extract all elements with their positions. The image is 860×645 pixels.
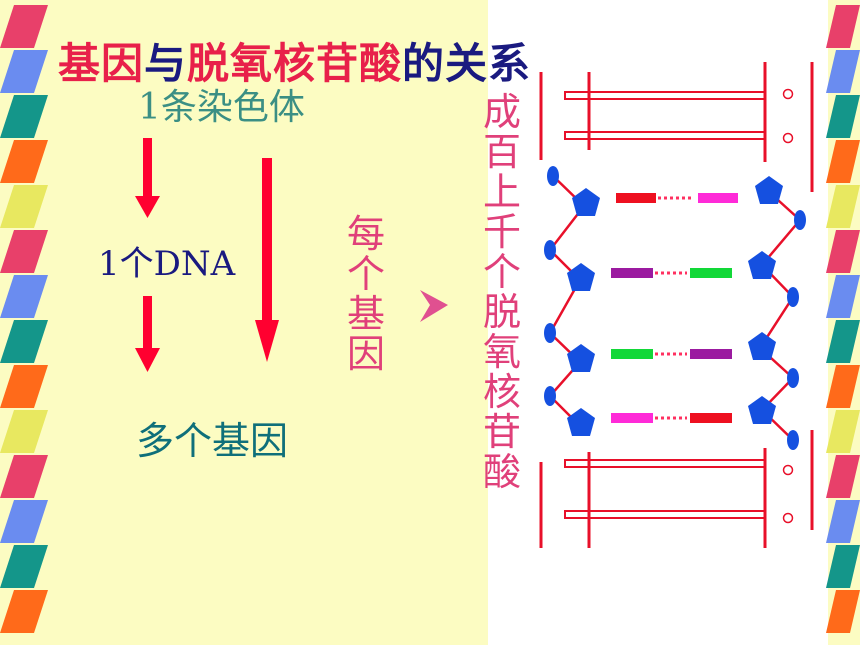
title-part-and: 与 xyxy=(144,39,188,88)
every-gene-char: 每 xyxy=(346,212,385,256)
left-decorative-stripes xyxy=(0,5,48,633)
slide-title: 基因与脱氧核苷酸的关系 xyxy=(58,30,531,91)
deoxyribose-pentagons xyxy=(567,176,783,436)
nucleotide-char: 酸 xyxy=(482,450,521,494)
phosphate-icon xyxy=(787,368,799,388)
base-pairs xyxy=(611,193,738,423)
dna-double-helix xyxy=(539,62,814,548)
nucleotide-char: 百 xyxy=(482,130,521,174)
phosphate-icon xyxy=(787,430,799,450)
base-pair-row xyxy=(611,413,732,423)
every-gene-char: 因 xyxy=(346,332,385,376)
phosphate-icon xyxy=(787,287,799,307)
nucleotide-char: 氧 xyxy=(482,330,521,374)
arrow-chromosome-to-dna xyxy=(135,138,160,218)
phosphate-icon xyxy=(544,386,556,406)
phosphate-icon xyxy=(544,323,556,343)
title-part-relation: 的关系 xyxy=(402,39,532,88)
arrow-dna-to-genes xyxy=(135,296,160,372)
sugar-icon xyxy=(567,344,595,372)
base-pair-row xyxy=(611,268,732,278)
nucleotide-char: 个 xyxy=(482,250,521,294)
sugar-icon xyxy=(567,263,595,291)
every-gene-char: 个 xyxy=(346,252,385,296)
phosphate-icon xyxy=(794,210,806,230)
chromosome-label: 1条染色体 xyxy=(138,87,305,128)
nucleotide-char: 上 xyxy=(482,170,521,214)
nucleotide-char: 苷 xyxy=(482,410,521,454)
phosphate-ovals xyxy=(544,166,806,450)
nucleotides-vertical-text: 成 百 上 千 个 脱 氧 核 苷 酸 xyxy=(480,92,524,492)
diagram-background xyxy=(488,0,828,645)
base-pair-row xyxy=(611,349,732,359)
dna-label: 1个DNA xyxy=(98,244,236,284)
nucleotide-char: 成 xyxy=(482,90,521,134)
long-arrow-chromosome-to-genes xyxy=(255,158,279,362)
phosphate-icon xyxy=(544,240,556,260)
nucleotide-char: 脱 xyxy=(482,290,521,334)
phosphate-icon xyxy=(547,166,559,186)
genes-label: 多个基因 xyxy=(136,419,289,463)
chevron-arrow-icon xyxy=(420,290,448,322)
sugar-icon xyxy=(567,408,595,436)
right-decorative-stripes xyxy=(826,5,860,633)
sugar-icon xyxy=(748,251,776,279)
every-gene-char: 基 xyxy=(346,292,385,336)
nucleotide-char: 核 xyxy=(482,370,521,414)
sugar-icon xyxy=(755,176,783,204)
every-gene-vertical-text: 每 个 基 因 xyxy=(344,214,388,374)
title-part-nucleotide: 脱氧核苷酸 xyxy=(187,39,403,88)
title-part-gene: 基因 xyxy=(58,39,145,88)
base-pair-row xyxy=(616,193,738,203)
small-end-circles xyxy=(782,88,794,524)
sugar-icon xyxy=(572,188,600,216)
sugar-icon xyxy=(748,332,776,360)
sugar-icon xyxy=(748,396,776,424)
nucleotide-char: 千 xyxy=(482,210,521,254)
